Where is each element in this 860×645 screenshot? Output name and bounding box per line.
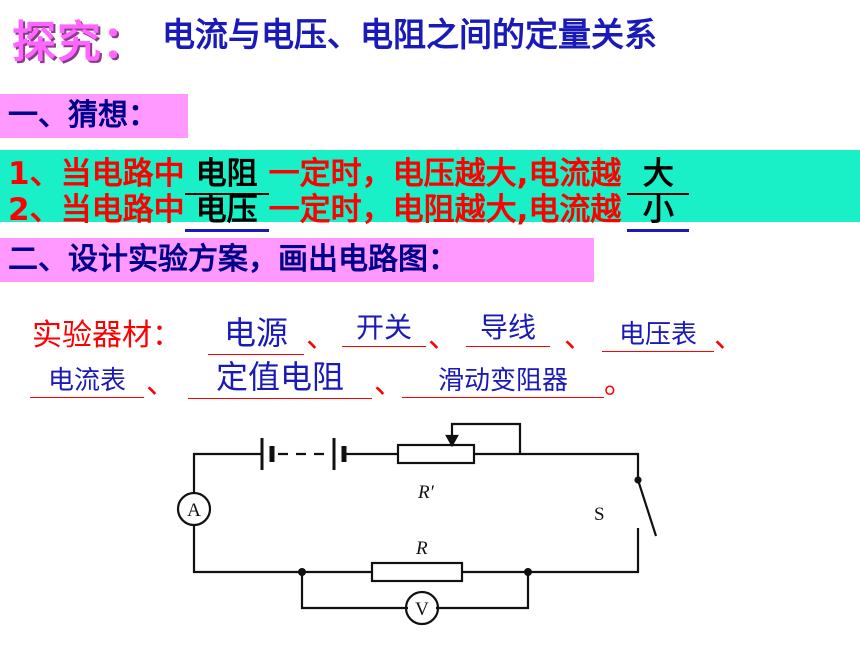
voltmeter-label: V xyxy=(415,599,429,620)
circuit-diagram: A V R′ R S xyxy=(176,422,658,626)
rheostat-label: R′ xyxy=(417,482,435,503)
rheostat-slider xyxy=(450,422,522,454)
material-separator: 、 xyxy=(428,320,458,355)
material-rheostat: 滑动变阻器 xyxy=(402,360,604,398)
wire xyxy=(436,572,530,610)
material-separator: 、 xyxy=(564,320,594,355)
hypothesis-1-middle: 一定时，电压越大,电流越 xyxy=(268,156,622,192)
slider-arrow-icon xyxy=(445,434,459,448)
wire xyxy=(192,524,372,574)
material-ammeter: 电流表 xyxy=(30,360,144,398)
wire xyxy=(474,452,640,480)
ammeter-label: A xyxy=(187,500,201,521)
hypothesis-background xyxy=(0,150,860,222)
material-separator: 、 xyxy=(374,366,404,401)
section-design-label: 二、设计实验方案，画出电路图： xyxy=(0,238,594,282)
material-fixed-resistor: 定值电阻 xyxy=(188,352,372,399)
materials-label: 实验器材： xyxy=(32,318,182,353)
wire xyxy=(300,572,408,610)
material-separator: 、 xyxy=(306,320,336,355)
hypothesis-1-prefix: 1、当电路中 xyxy=(8,156,185,192)
resistor-label: R xyxy=(415,538,428,559)
hypothesis-2-prefix: 2、当电路中 xyxy=(8,192,185,228)
junction-dot xyxy=(524,568,532,576)
resistor-icon xyxy=(370,561,464,583)
material-power-source: 电源 xyxy=(208,308,304,355)
junction-dot xyxy=(298,568,306,576)
wire xyxy=(192,452,262,494)
hypothesis-2-middle: 一定时，电阻越大,电流越 xyxy=(268,192,622,228)
material-separator: 、 xyxy=(146,366,176,401)
page-title: 电流与电压、电阻之间的定量关系 xyxy=(162,15,657,54)
rheostat-icon xyxy=(396,443,476,465)
switch-label: S xyxy=(594,504,605,525)
title-tag: 探究： xyxy=(12,17,147,68)
material-switch: 开关 xyxy=(342,306,426,347)
section-hypothesis-label: 一、猜想： xyxy=(0,94,188,138)
hypothesis-1-blank-1: 电阻 xyxy=(184,148,269,195)
voltmeter-icon xyxy=(404,590,440,626)
ammeter-icon xyxy=(176,491,212,527)
hypothesis-line-2: 2、当电路中电压一定时，电阻越大,电流越小 xyxy=(8,184,690,232)
material-separator: 、 xyxy=(714,320,744,355)
material-voltmeter: 电压表 xyxy=(602,314,714,352)
switch-icon xyxy=(634,476,658,537)
hypothesis-2-blank-2: 小 xyxy=(627,184,690,232)
hypothesis-line-1: 1、当电路中电阻一定时，电压越大,电流越大 xyxy=(8,148,690,195)
hypothesis-2-blank-1: 电压 xyxy=(184,184,269,232)
battery-icon xyxy=(260,438,347,470)
material-wire: 导线 xyxy=(466,306,550,347)
wire xyxy=(528,528,640,574)
hypothesis-1-blank-2: 大 xyxy=(627,148,690,195)
materials-end: 。 xyxy=(604,366,634,401)
